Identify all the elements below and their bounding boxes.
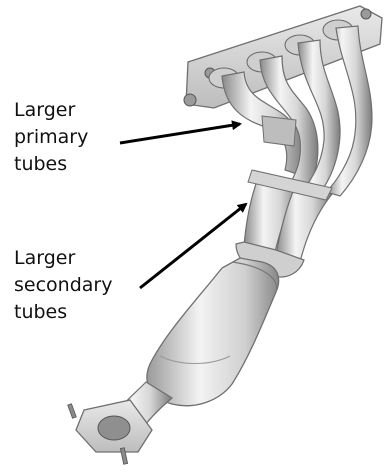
primary-tubes-arrow — [120, 124, 240, 143]
callout-arrows — [120, 124, 246, 288]
secondary-tubes-label: Larger secondary tubes — [14, 245, 112, 326]
secondary-label-line3: tubes — [14, 299, 112, 326]
outlet-flange — [68, 382, 172, 464]
primary-label-line3: tubes — [14, 151, 88, 178]
secondary-label-line2: secondary — [14, 272, 112, 299]
catalytic-converter — [147, 258, 279, 406]
primary-tubes-label: Larger primary tubes — [14, 97, 88, 178]
primary-label-line2: primary — [14, 124, 88, 151]
primary-label-line1: Larger — [14, 97, 88, 124]
secondary-label-line1: Larger — [14, 245, 112, 272]
